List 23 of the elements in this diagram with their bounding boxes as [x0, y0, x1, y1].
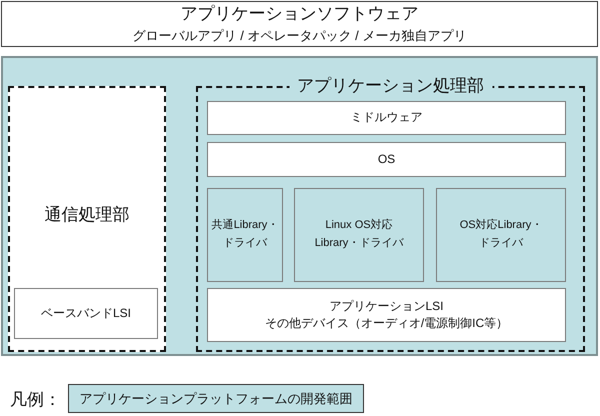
dashed-group-box — [8, 86, 166, 352]
component-box — [436, 188, 566, 282]
legend-title: 凡例： — [10, 389, 61, 411]
layer-box — [207, 142, 566, 177]
shaded-panel — [1, 56, 598, 356]
group-title: 通信処理部 — [44, 204, 130, 226]
component-box — [14, 288, 158, 339]
layer-box — [207, 101, 566, 135]
component-box — [207, 188, 283, 282]
legend-text: アプリケーションプラットフォームの開発範囲 — [80, 390, 352, 408]
layer-title: アプリケーションLSI — [329, 298, 444, 315]
layer-subtitle: その他デバイス（オーディオ/電源制御IC等） — [264, 315, 508, 332]
box-label: OS対応Library・ドライバ — [458, 218, 544, 251]
box-label: ベースバンドLSI — [40, 304, 131, 322]
layer-box — [1, 1, 598, 47]
box-label: OS — [378, 150, 396, 168]
layer-subtitle: グローバルアプリ / オペレータパック / メーカ独自アプリ — [132, 26, 466, 45]
box-label: 共通Library・ドライバ — [210, 218, 280, 251]
component-box — [294, 188, 424, 282]
layer-box — [207, 288, 566, 342]
layer-title: アプリケーションソフトウェア — [180, 3, 418, 26]
box-label: Linux OS対応Library・ドライバ — [314, 218, 405, 251]
box-label: ミドルウェア — [350, 109, 422, 126]
